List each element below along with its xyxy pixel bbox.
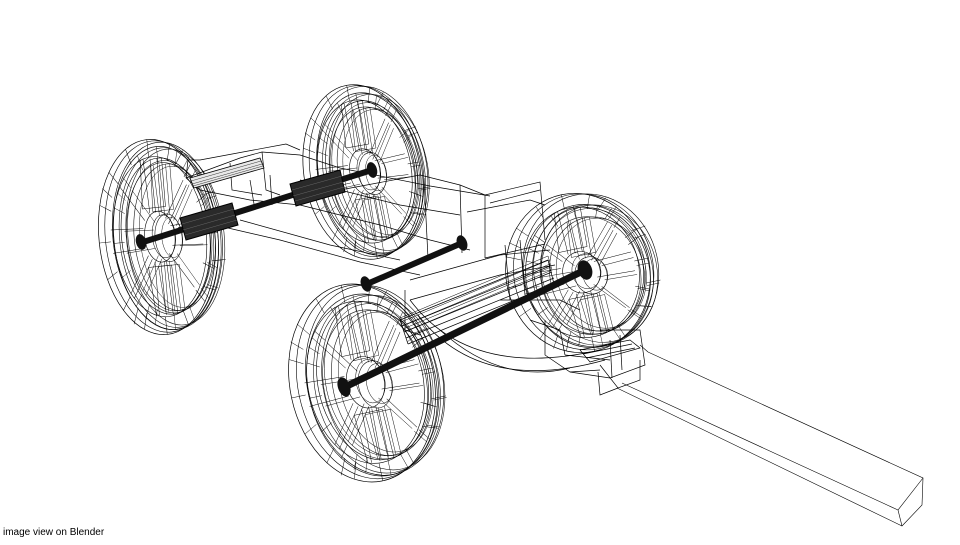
front-axle <box>337 260 593 397</box>
front-bolster <box>400 256 552 332</box>
draw-pole <box>617 345 923 526</box>
wheel-front-left <box>271 268 462 495</box>
rear-brake-rod <box>190 158 264 188</box>
image-caption: image view on Blender <box>3 527 105 538</box>
middle-bolt <box>360 235 468 292</box>
rear-axle <box>135 162 378 250</box>
